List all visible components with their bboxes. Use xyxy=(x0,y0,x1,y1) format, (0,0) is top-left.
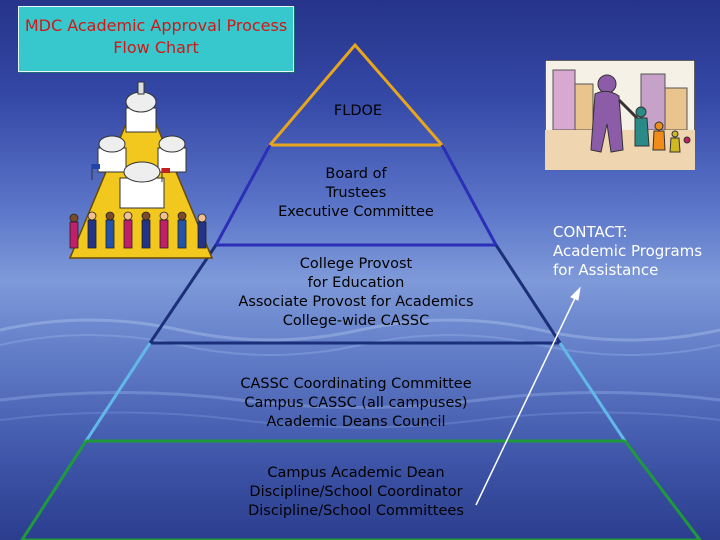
tier-2-line: Trustees xyxy=(325,185,387,201)
tier-3-line: College-wide CASSC xyxy=(282,313,430,329)
tier-3-line: Associate Provost for Academics xyxy=(238,294,474,310)
pyramid-tier-3 xyxy=(147,244,563,345)
tier-5-label: Campus Academic Dean Discipline/School C… xyxy=(226,464,486,521)
tier-1-label: FLDOE xyxy=(318,102,398,121)
title-line-2: Flow Chart xyxy=(113,38,199,57)
family-walking-city-icon xyxy=(545,60,695,170)
tier-2-label: Board of Trustees Executive Committee xyxy=(256,165,456,222)
tier-2-line: Executive Committee xyxy=(278,204,434,220)
tier-5-line: Discipline/School Committees xyxy=(248,503,464,519)
pyramid-tier-2 xyxy=(213,144,499,247)
tier-4-line: CASSC Coordinating Committee xyxy=(240,376,472,392)
background-wave xyxy=(0,391,720,429)
tier-2-line: Board of xyxy=(325,166,387,182)
tier-4-line: Academic Deans Council xyxy=(266,414,446,430)
arrow-up-right-icon xyxy=(475,286,581,506)
capitol-buildings-with-people-icon xyxy=(68,81,214,259)
contact-line: Academic Programs xyxy=(553,242,703,260)
contact-line: for Assistance xyxy=(553,261,659,279)
tier-5-line: Discipline/School Coordinator xyxy=(249,484,463,500)
contact-note: CONTACT: Academic Programs for Assistanc… xyxy=(553,223,702,280)
tier-3-line: College Provost xyxy=(299,256,413,272)
tier-3-line: for Education xyxy=(307,275,405,291)
tier-4-line: Campus CASSC (all campuses) xyxy=(244,395,468,411)
tier-1-line: FLDOE xyxy=(333,103,383,119)
tier-4-label: CASSC Coordinating Committee Campus CASS… xyxy=(226,375,486,432)
title-box: MDC Academic Approval Process Flow Chart xyxy=(18,6,294,72)
pyramid-tier-1 xyxy=(266,42,446,147)
contact-line: CONTACT: xyxy=(553,223,628,241)
tier-3-label: College Provost for Education Associate … xyxy=(226,255,486,331)
tier-5-line: Campus Academic Dean xyxy=(267,465,445,481)
pyramid-tier-5 xyxy=(20,440,702,540)
title-line-1: MDC Academic Approval Process xyxy=(24,16,288,35)
background-wave xyxy=(0,318,720,356)
